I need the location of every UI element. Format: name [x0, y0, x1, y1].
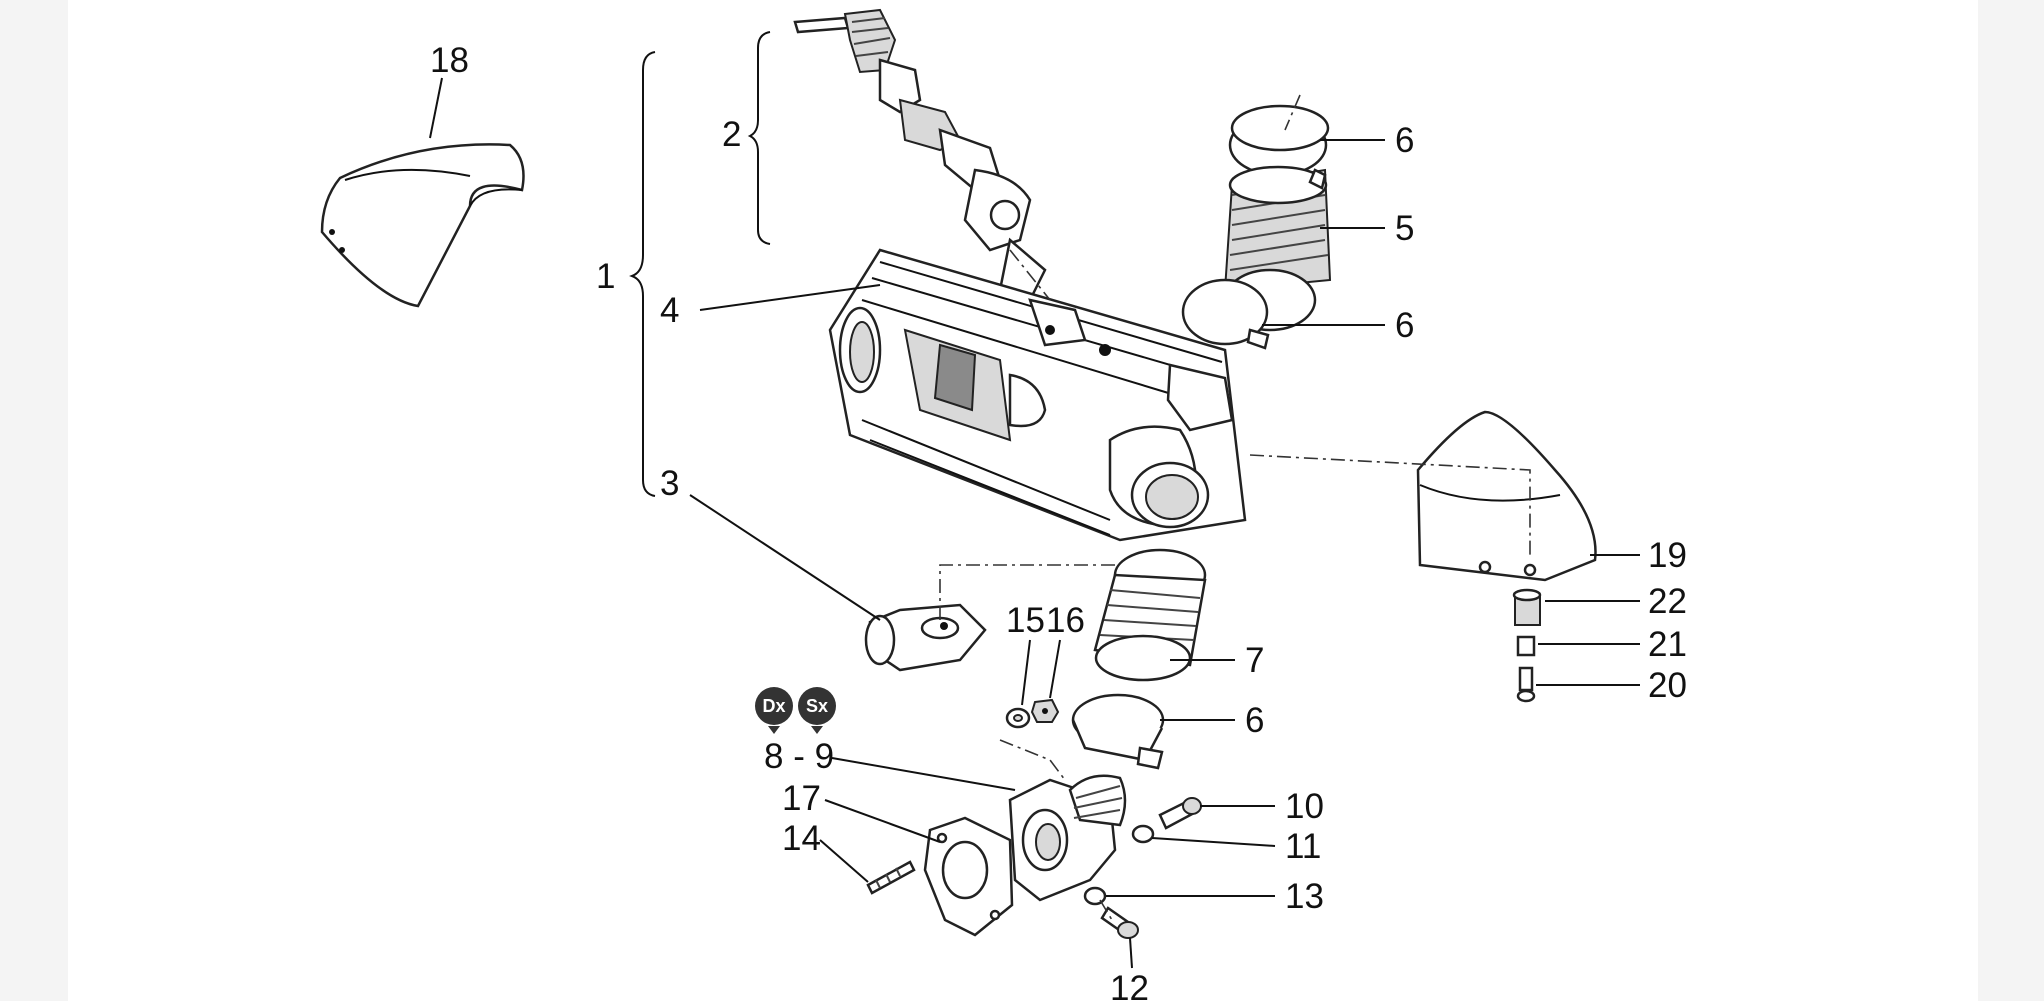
part-17-gasket: [923, 816, 1014, 937]
callout-13: 13: [1285, 877, 1324, 916]
part-21-spacer: [1516, 635, 1536, 657]
callout-3: 3: [660, 464, 679, 503]
side-badge-dx-label: Dx: [762, 696, 785, 716]
callout-7: 7: [1245, 641, 1264, 680]
callout-numbers: 18 1 2 4 3 6 5 6 19 22 21 20 15 16 7 6 8…: [430, 41, 1687, 1001]
callout-17: 17: [782, 779, 821, 818]
part-2-injector-assembly: [793, 8, 1047, 302]
callout-15: 15: [1006, 601, 1045, 640]
axis-line-3: [939, 564, 1120, 620]
bracket-2: [747, 31, 771, 245]
part-6-clamp-lower: [1071, 693, 1165, 770]
callout-14: 14: [782, 819, 821, 858]
part-11-washer: [1131, 824, 1155, 844]
callout-1: 1: [596, 257, 615, 296]
part-15-washer: [1005, 707, 1031, 729]
callout-20: 20: [1648, 666, 1687, 705]
bracket-1: [629, 51, 656, 497]
side-badge-sx-label: Sx: [806, 696, 828, 716]
part-22-grommet: [1512, 588, 1542, 626]
callout-18: 18: [430, 41, 469, 80]
leader-lines: [429, 77, 1640, 969]
callout-16: 16: [1046, 601, 1085, 640]
part-8-9-intake-manifold: [1008, 774, 1127, 902]
callout-8-9: 8 - 9: [764, 737, 834, 776]
part-6-clamp-middle: [1181, 278, 1270, 350]
part-6-clamp-upper: [1230, 104, 1330, 190]
callout-6-upper: 6: [1395, 121, 1414, 160]
part-3-sensor: [864, 603, 987, 672]
part-7-sleeve: [1093, 548, 1207, 682]
axis-line-19: [1249, 454, 1531, 555]
axis-line-5: [1284, 94, 1301, 131]
part-10-screw: [1158, 797, 1202, 830]
part-18-cover: [320, 143, 525, 308]
callout-22: 22: [1648, 582, 1687, 621]
side-badge-sx: Sx: [798, 687, 836, 734]
callout-11: 11: [1285, 827, 1321, 866]
side-badge-dx: Dx: [755, 687, 793, 734]
callout-10: 10: [1285, 787, 1324, 826]
part-13-washer: [1083, 886, 1107, 906]
axis-line-12: [1099, 899, 1113, 921]
callout-6-lower: 6: [1245, 701, 1264, 740]
part-20-screw: [1516, 666, 1536, 703]
axis-line-15: [999, 739, 1066, 781]
part-19-cover: [1416, 410, 1597, 582]
callout-2: 2: [722, 115, 741, 154]
callout-6-middle: 6: [1395, 306, 1414, 345]
part-1-throttle-body: [828, 248, 1247, 542]
callout-21: 21: [1648, 625, 1687, 664]
part-12-screw: [1100, 906, 1139, 939]
part-14-stud: [866, 860, 916, 895]
axis-line-2: [1009, 249, 1051, 301]
callout-19: 19: [1648, 536, 1687, 575]
callout-12: 12: [1110, 969, 1149, 1001]
part-16-nut: [1030, 698, 1060, 723]
callout-4: 4: [660, 291, 679, 330]
callout-5: 5: [1395, 209, 1414, 248]
